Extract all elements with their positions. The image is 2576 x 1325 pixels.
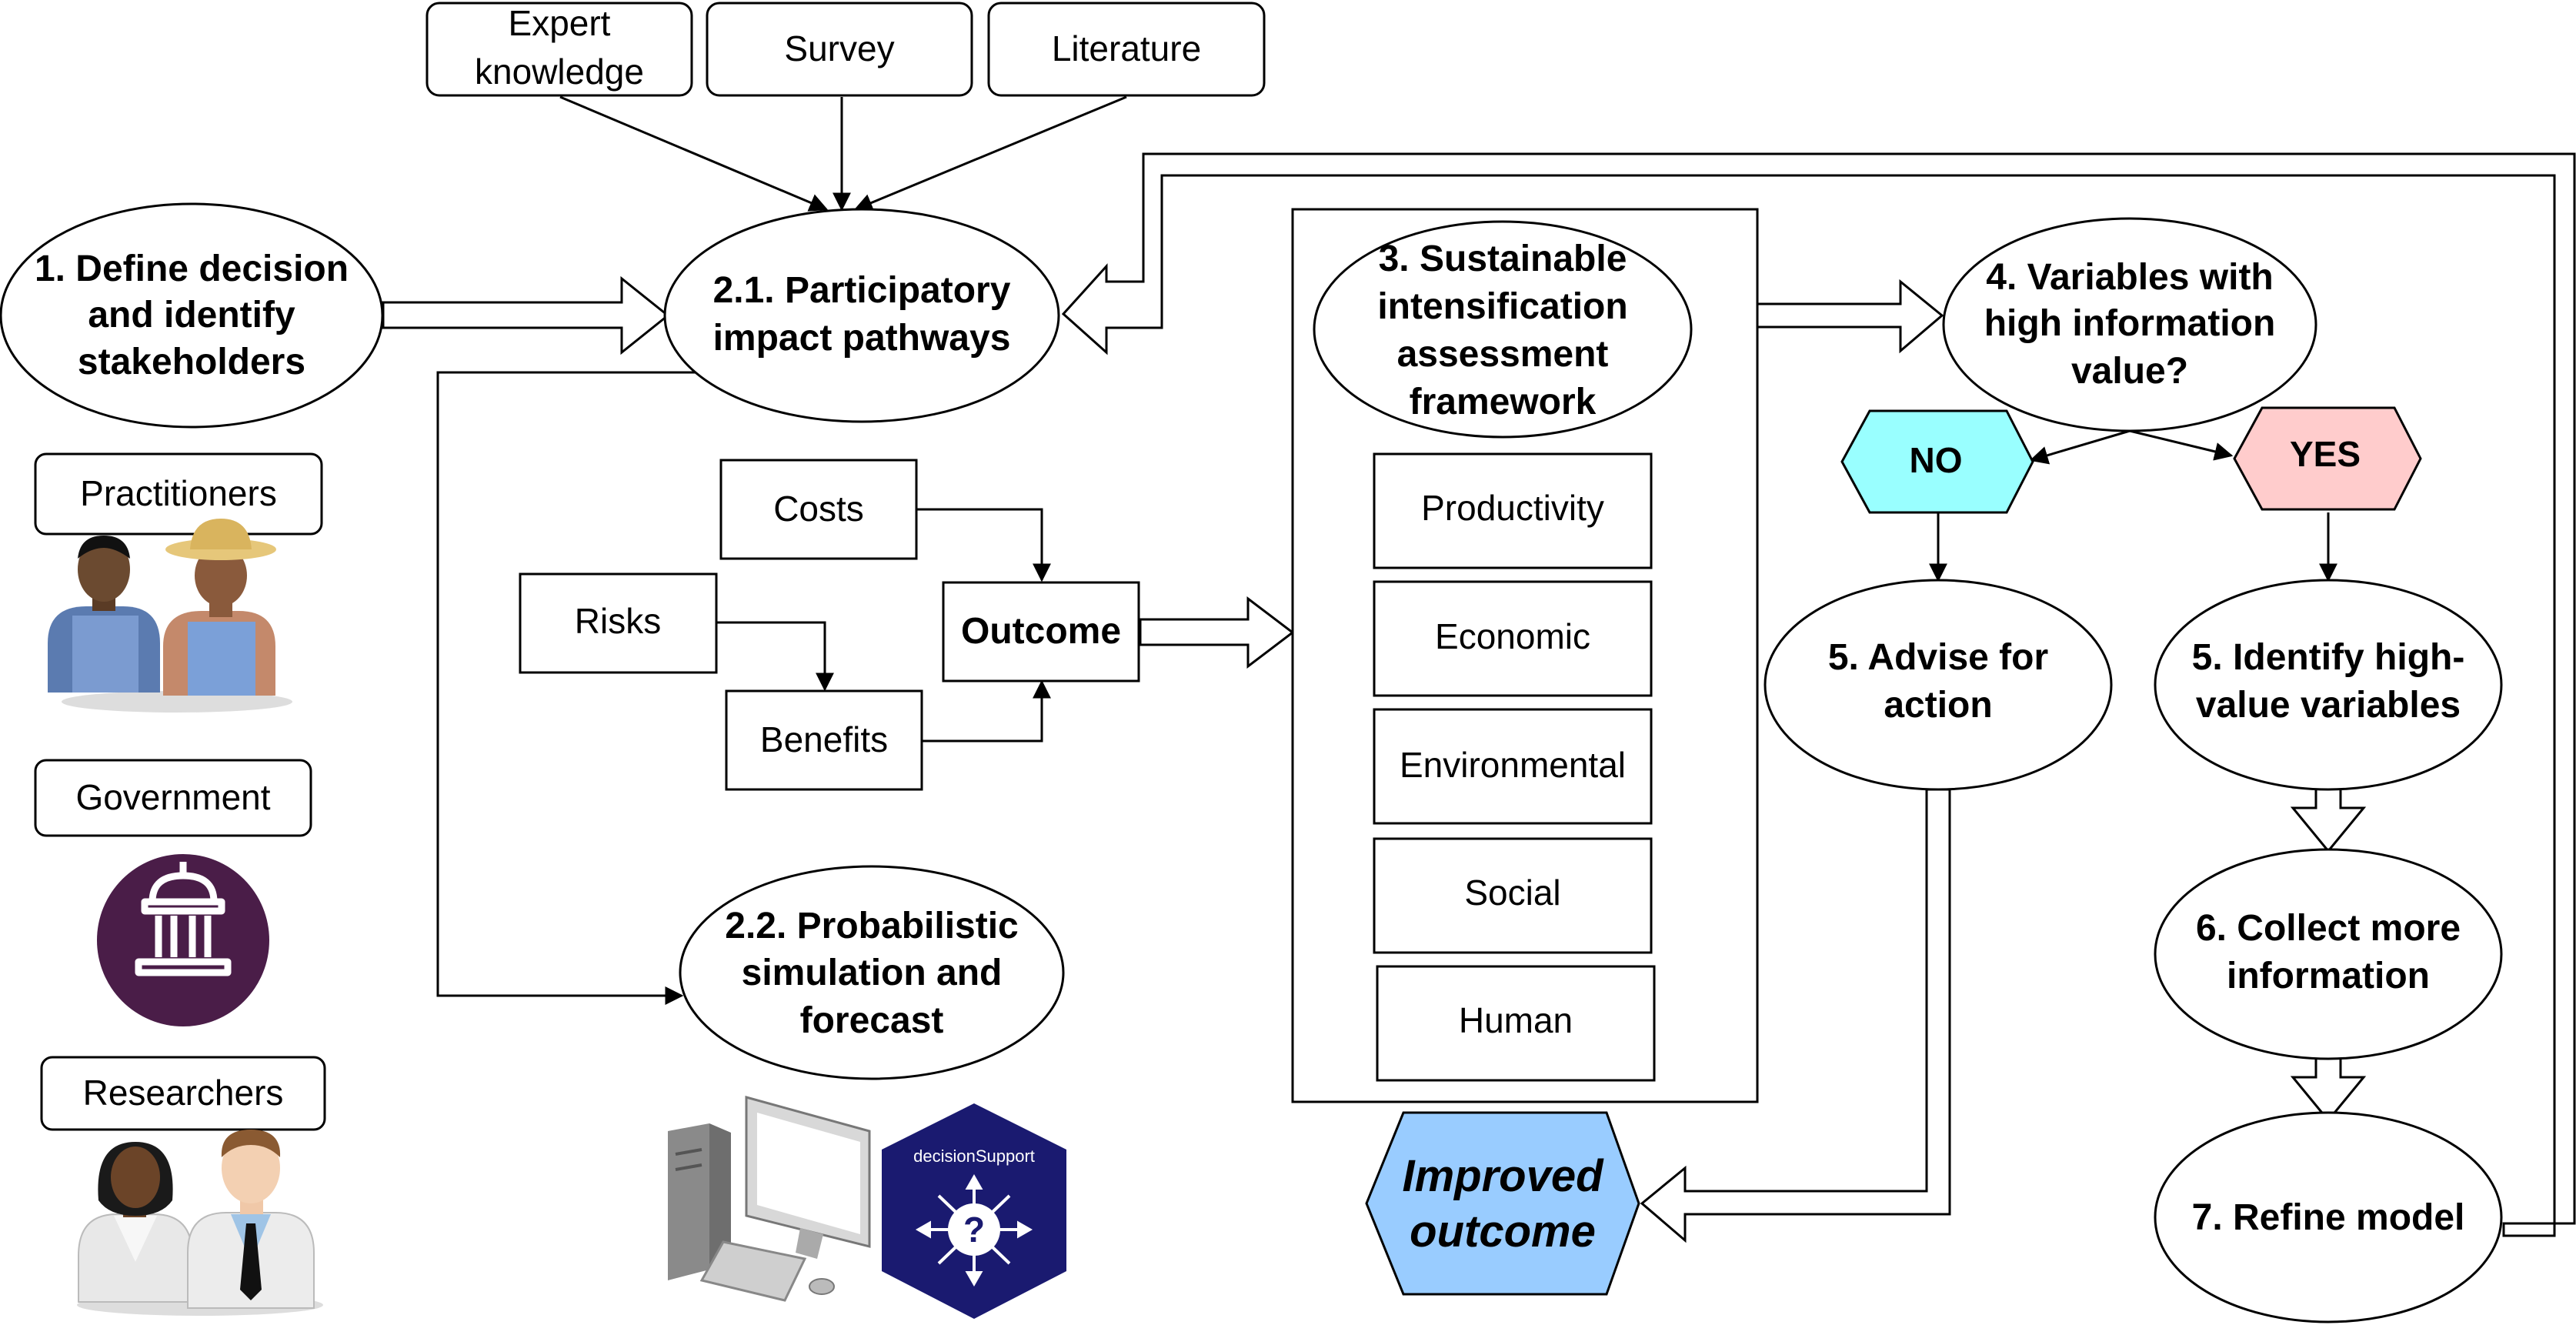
svg-text:value variables: value variables	[2196, 685, 2461, 726]
svg-text:4. Variables with: 4. Variables with	[1986, 257, 2274, 298]
dimension-social: Social	[1373, 837, 1653, 954]
svg-text:NO: NO	[1910, 440, 1963, 480]
expert-knowledge-box: Expert knowledge	[425, 2, 693, 97]
advise-for-action-node: 5. Advise for action	[1763, 579, 2113, 791]
svg-text:simulation and: simulation and	[742, 953, 1003, 993]
svg-text:2.1. Participatory: 2.1. Participatory	[713, 270, 1011, 311]
svg-text:forecast: forecast	[800, 1000, 944, 1041]
svg-text:Practitioners: Practitioners	[80, 473, 277, 513]
svg-text:5. Identify high-: 5. Identify high-	[2192, 637, 2465, 678]
yes-decision-node: YES	[2233, 406, 2422, 511]
svg-text:action: action	[1884, 685, 1992, 726]
svg-text:Outcome: Outcome	[961, 611, 1121, 652]
decision-support-logo: decisionSupport ?	[882, 1103, 1066, 1319]
svg-text:Expert: Expert	[509, 3, 611, 43]
edge-define-to-participatory	[382, 275, 670, 355]
svg-text:YES: YES	[2290, 434, 2361, 474]
svg-text:assessment: assessment	[1397, 334, 1609, 375]
edge-variables-to-yes	[2129, 429, 2234, 461]
collect-information-node: 6. Collect more information	[2154, 848, 2503, 1060]
svg-text:Benefits: Benefits	[760, 719, 888, 759]
svg-text:Survey: Survey	[784, 28, 894, 68]
svg-text:framework: framework	[1410, 382, 1597, 422]
define-decision-node: 1. Define decision and identify stakehol…	[0, 202, 384, 429]
benefits-box: Benefits	[725, 689, 923, 791]
svg-text:Social: Social	[1464, 873, 1560, 913]
refine-model-node: 7. Refine model	[2154, 1111, 2503, 1323]
svg-text:Costs: Costs	[773, 489, 864, 529]
edge-literature-to-participatory	[853, 95, 1127, 212]
svg-text:outcome: outcome	[1410, 1207, 1596, 1257]
dimension-environmental: Environmental	[1373, 708, 1653, 825]
dimension-economic: Economic	[1373, 580, 1653, 697]
edge-identify-to-collect	[2290, 783, 2367, 853]
no-decision-node: NO	[1840, 409, 2034, 514]
svg-text:7. Refine model: 7. Refine model	[2192, 1197, 2465, 1238]
edge-advise-to-improved	[1640, 788, 1951, 1243]
svg-text:Economic: Economic	[1435, 616, 1590, 656]
framework-node: 3. Sustainable intensification assessmen…	[1313, 220, 1693, 439]
svg-text:3. Sustainable: 3. Sustainable	[1379, 239, 1627, 279]
svg-text:decisionSupport: decisionSupport	[913, 1146, 1035, 1166]
svg-text:5. Advise for: 5. Advise for	[1828, 637, 2048, 678]
svg-text:impact pathways: impact pathways	[713, 318, 1011, 359]
survey-box: Survey	[706, 2, 973, 97]
svg-text:Government: Government	[75, 777, 270, 817]
identify-variables-node: 5. Identify high- value variables	[2154, 579, 2503, 791]
edge-refine-to-participatory	[1061, 152, 2576, 1237]
svg-text:Improved: Improved	[1402, 1151, 1604, 1201]
edge-variables-to-no	[2029, 429, 2131, 465]
svg-text:Productivity: Productivity	[1421, 488, 1604, 528]
svg-text:6. Collect more: 6. Collect more	[2196, 908, 2461, 949]
probabilistic-simulation-node: 2.2. Probabilistic simulation and foreca…	[679, 865, 1065, 1080]
computer-icon	[668, 1096, 871, 1302]
risks-box: Risks	[519, 572, 718, 674]
researchers-icon	[77, 1130, 323, 1316]
farmers-icon	[48, 519, 292, 713]
participatory-pathways-node: 2.1. Participatory impact pathways	[663, 208, 1060, 423]
government-building-icon	[97, 854, 269, 1026]
edge-framework-to-variables	[1756, 279, 1944, 354]
svg-text:knowledge: knowledge	[475, 52, 644, 92]
improved-outcome-node: Improved outcome	[1365, 1111, 1640, 1296]
edge-collect-to-refine	[2290, 1054, 2367, 1123]
svg-text:2.2. Probabilistic: 2.2. Probabilistic	[725, 906, 1018, 946]
literature-box: Literature	[987, 2, 1266, 97]
svg-text:and identify: and identify	[88, 295, 295, 335]
svg-text:value?: value?	[2071, 351, 2188, 392]
high-value-variables-question-node: 4. Variables with high information value…	[1942, 217, 2317, 432]
svg-text:stakeholders: stakeholders	[78, 342, 305, 382]
svg-text:intensification: intensification	[1377, 286, 1627, 327]
dimension-productivity: Productivity	[1373, 452, 1653, 569]
svg-text:Literature: Literature	[1052, 28, 1201, 68]
dimension-human: Human	[1376, 965, 1656, 1082]
edge-participatory-to-probabilistic	[436, 371, 696, 1005]
edge-risks-to-benefits	[717, 621, 834, 692]
edge-outcome-to-framework	[1139, 596, 1295, 669]
practitioners-box: Practitioners	[34, 452, 323, 536]
svg-text:Risks: Risks	[575, 601, 661, 641]
edge-expert-to-participatory	[559, 95, 829, 212]
svg-text:1. Define decision: 1. Define decision	[35, 249, 349, 289]
svg-text:high information: high information	[1984, 303, 2276, 344]
svg-text:information: information	[2227, 956, 2430, 996]
outcome-box: Outcome	[942, 581, 1140, 683]
government-box: Government	[34, 759, 312, 837]
researchers-box: Researchers	[40, 1056, 326, 1131]
edge-costs-to-outcome	[917, 508, 1051, 582]
svg-text:Environmental: Environmental	[1400, 745, 1626, 785]
svg-text:?: ?	[963, 1210, 985, 1250]
costs-box: Costs	[719, 459, 918, 560]
edge-benefits-to-outcome	[922, 679, 1051, 743]
svg-text:Researchers: Researchers	[83, 1073, 284, 1113]
svg-text:Human: Human	[1459, 1000, 1573, 1040]
